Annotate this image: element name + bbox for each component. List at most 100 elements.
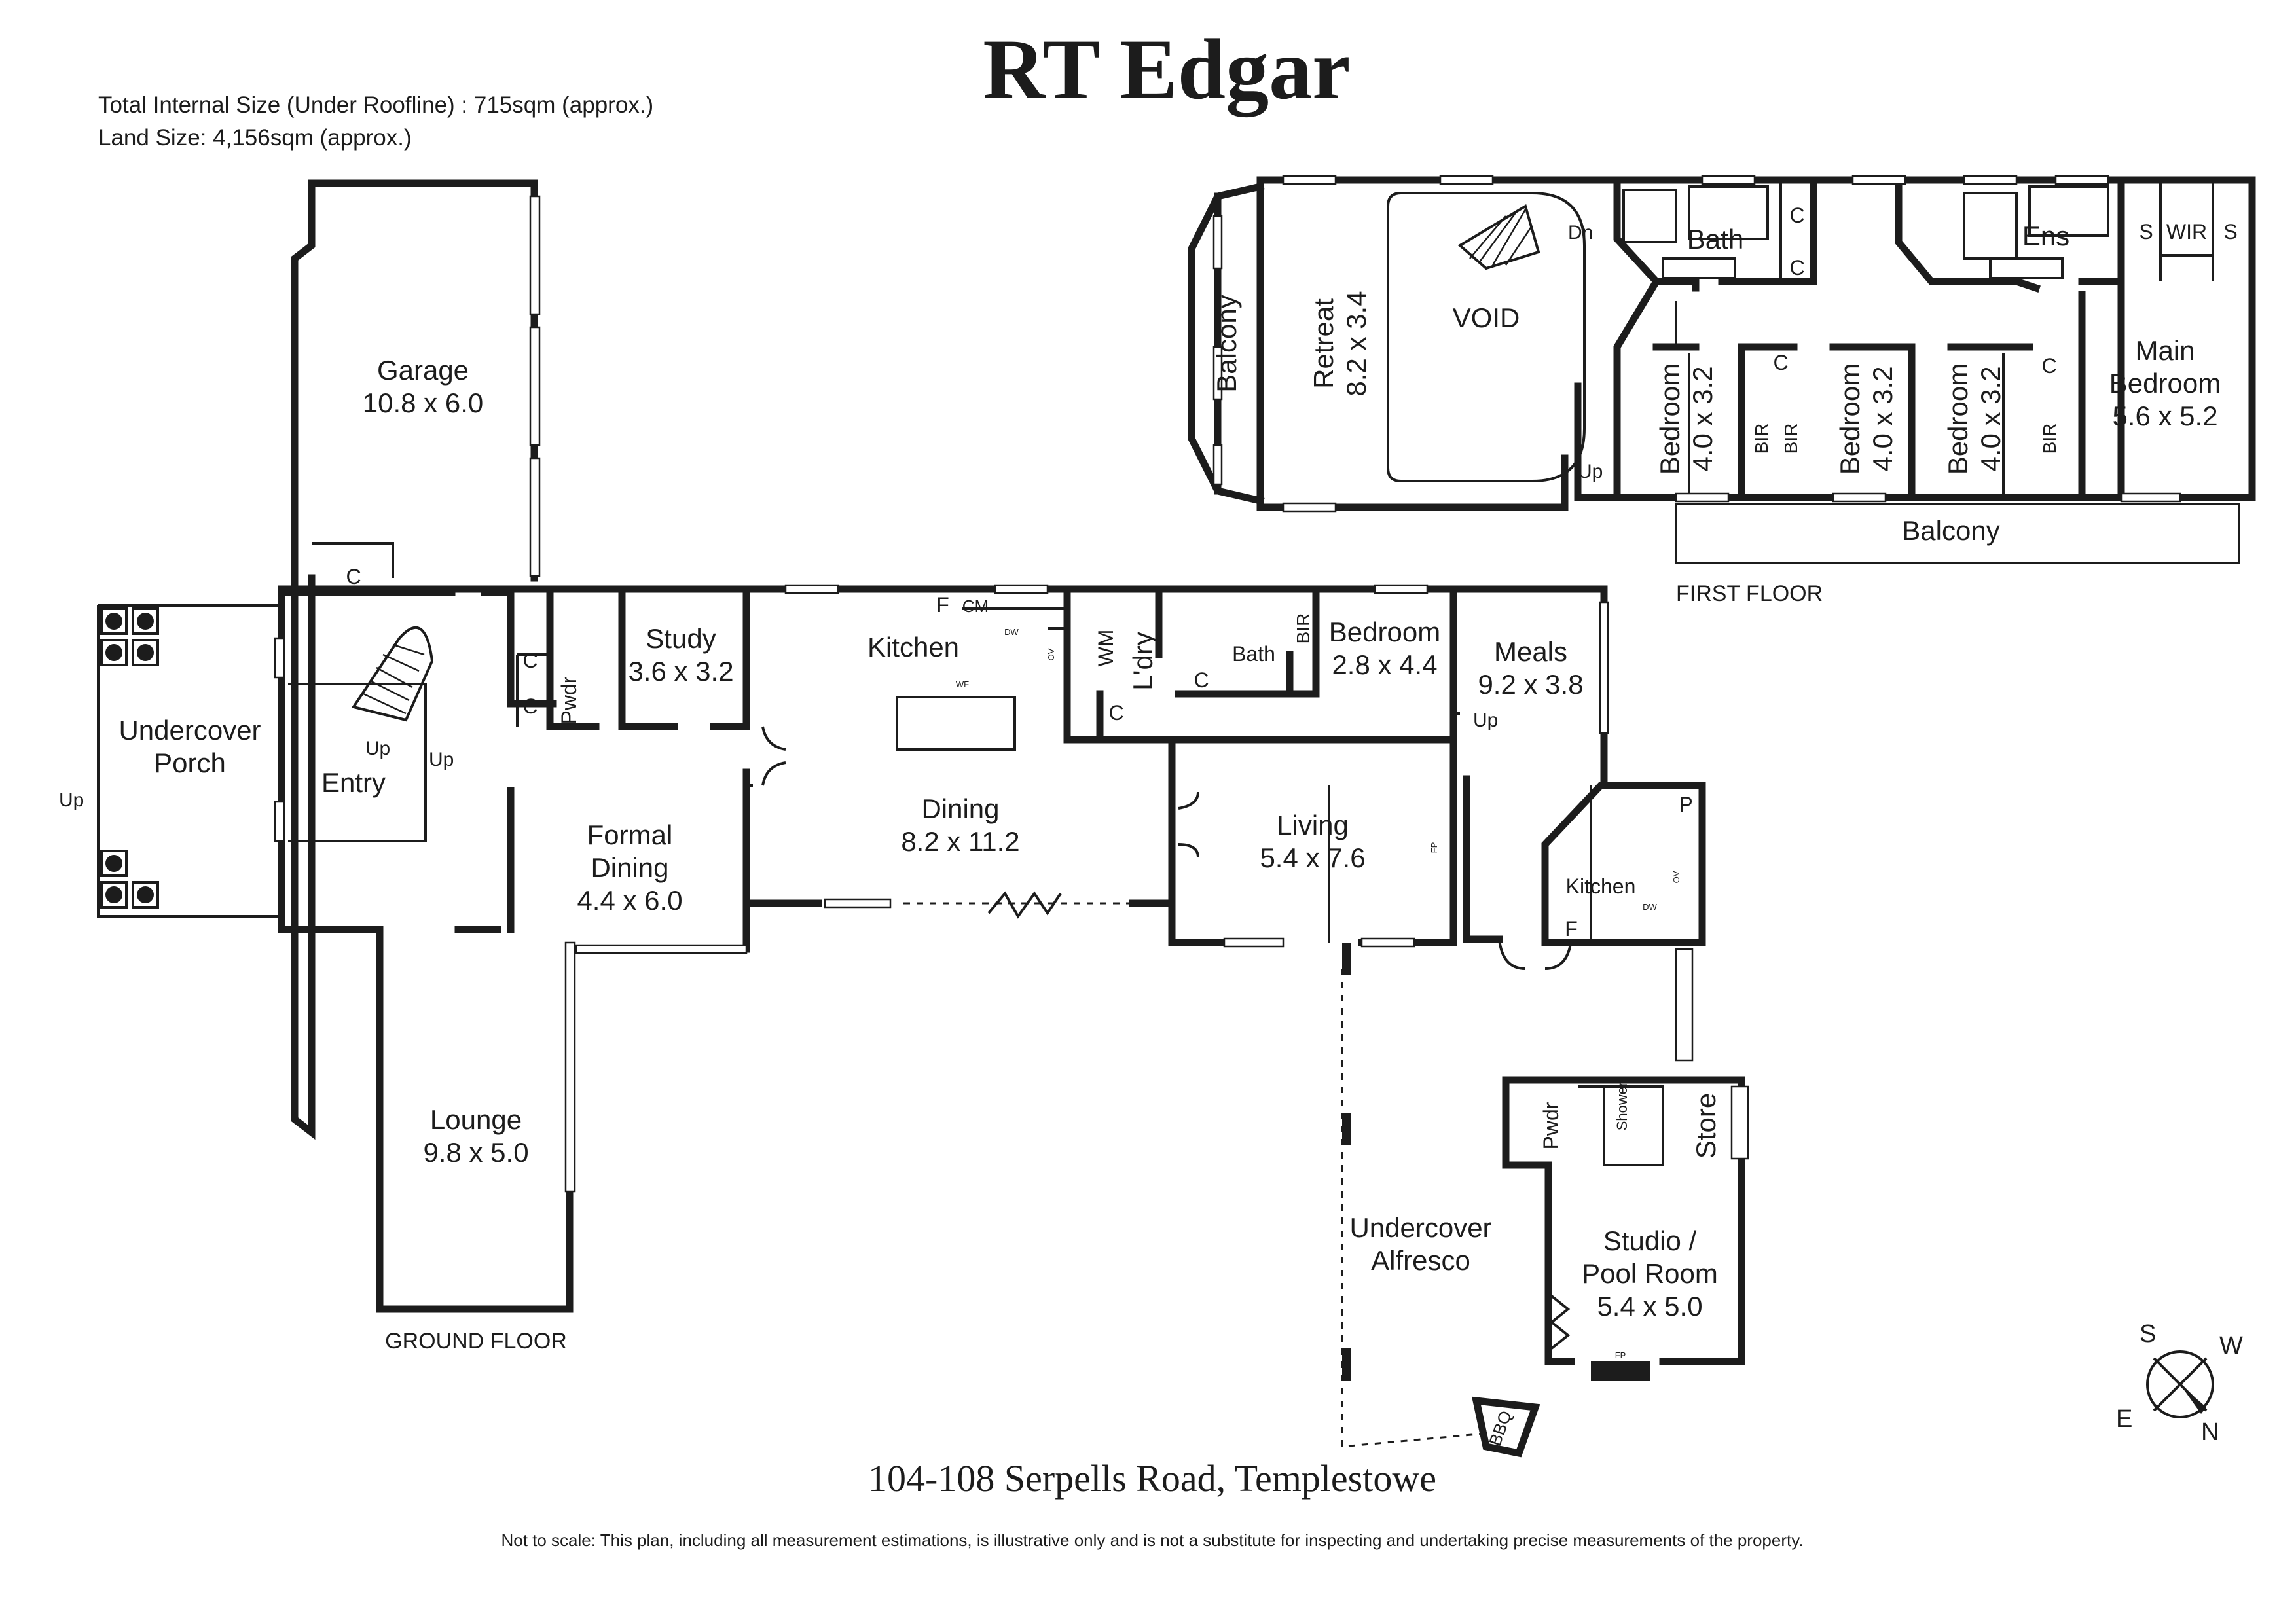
- ground-fixture-labels: C C C F CM DW OV WF WM C C BIR P F DW OV…: [59, 565, 1693, 1449]
- kitchen-wf: WF: [956, 679, 969, 689]
- kitchen-cm: CM: [962, 596, 989, 616]
- formal-dining-size: 4.4 x 6.0: [577, 885, 682, 916]
- porch-label: Undercover: [118, 715, 261, 746]
- living-size: 5.4 x 7.6: [1260, 842, 1365, 873]
- bir-1: BIR: [1751, 424, 1772, 454]
- formal-dining-label-2: Dining: [591, 852, 668, 883]
- bedroom-b-size: 4.0 x 3.2: [1867, 366, 1898, 471]
- compass: S W E N: [2116, 1320, 2243, 1446]
- dining-size: 8.2 x 11.2: [901, 826, 1019, 857]
- compass-e: E: [2116, 1405, 2132, 1433]
- living-label: Living: [1277, 810, 1349, 840]
- disclaimer: Not to scale: This plan, including all m…: [501, 1530, 1803, 1550]
- lounge-label: Lounge: [430, 1104, 522, 1135]
- void-up: Up: [1578, 461, 1603, 482]
- compass-s: S: [2140, 1320, 2156, 1348]
- bedroom-size: 2.8 x 4.4: [1332, 649, 1437, 680]
- kitchen2-p: P: [1679, 793, 1692, 816]
- shower-label: Shower: [1614, 1082, 1630, 1131]
- alfresco-label: Undercover: [1349, 1212, 1491, 1243]
- bath-bir: BIR: [1293, 613, 1313, 644]
- garage-c: C: [346, 565, 361, 588]
- laundry-c-2: C: [1194, 668, 1209, 692]
- garage-label: Garage: [377, 355, 469, 386]
- wir-s-2: S: [2223, 220, 2237, 243]
- laundry-wm: WM: [1094, 630, 1118, 667]
- studio-label: Studio /: [1603, 1225, 1697, 1256]
- stair-up: Up: [365, 738, 390, 759]
- bedroom-a-label: Bedroom: [1654, 363, 1685, 475]
- kitchen-ov: OV: [1046, 648, 1056, 660]
- first-c-4: C: [2041, 354, 2056, 378]
- porch-label-2: Porch: [154, 748, 226, 778]
- bedroom-label: Bedroom: [1329, 617, 1440, 647]
- store-label: Store: [1690, 1093, 1721, 1159]
- bir-3: BIR: [2039, 424, 2060, 454]
- dining-label: Dining: [921, 793, 999, 824]
- kitchen2-label: Kitchen: [1566, 874, 1636, 898]
- bir-2: BIR: [1781, 424, 1801, 454]
- lounge-size: 9.8 x 5.0: [423, 1137, 528, 1168]
- formal-dining-label: Formal: [587, 820, 673, 850]
- dn-label: Dn: [1568, 222, 1593, 243]
- main-bedroom-size: 5.6 x 5.2: [2112, 401, 2217, 431]
- garage-size: 10.8 x 6.0: [363, 387, 483, 418]
- first-floor-label: FIRST FLOOR: [1676, 581, 1823, 606]
- bbq-label: BBQ: [1485, 1408, 1516, 1449]
- kitchen2-dw: DW: [1643, 902, 1657, 912]
- first-c-3: C: [1773, 351, 1788, 374]
- main-bedroom-label-2: Bedroom: [2109, 368, 2221, 399]
- first-c-1: C: [1789, 204, 1804, 227]
- alfresco-label-2: Alfresco: [1371, 1245, 1470, 1276]
- study-label: Study: [646, 623, 716, 654]
- entry-up: Up: [429, 749, 454, 770]
- first-windows: [1212, 175, 2181, 513]
- kitchen-label: Kitchen: [867, 632, 959, 662]
- kitchen-f: F: [936, 593, 949, 617]
- ground-floor-label: GROUND FLOOR: [385, 1329, 567, 1354]
- meals-label: Meals: [1494, 636, 1567, 667]
- pwdr-label: Pwdr: [557, 676, 581, 724]
- studio-fp: FP: [1615, 1350, 1626, 1360]
- bedroom-c-size: 4.0 x 3.2: [1975, 366, 2006, 471]
- porch-up: Up: [59, 789, 84, 811]
- retreat-size: 8.2 x 3.4: [1341, 291, 1372, 396]
- meals-up: Up: [1473, 710, 1498, 731]
- kitchen-dw: DW: [1004, 627, 1019, 637]
- bedroom-a-size: 4.0 x 3.2: [1687, 366, 1718, 471]
- balcony-label: Balcony: [1902, 515, 1999, 546]
- address: 104-108 Serpells Road, Templestowe: [868, 1457, 1436, 1500]
- meals-size: 9.2 x 3.8: [1478, 669, 1583, 700]
- compass-n: N: [2201, 1418, 2219, 1446]
- studio-label-2: Pool Room: [1582, 1258, 1718, 1289]
- ground-windows: [274, 195, 1694, 1193]
- retreat-label: Retreat: [1308, 298, 1339, 389]
- wir-s-1: S: [2139, 220, 2153, 243]
- first-c-2: C: [1789, 256, 1804, 279]
- brand-logo: RT Edgar: [983, 21, 1350, 117]
- void-label: VOID: [1453, 302, 1520, 333]
- bath-label: Bath: [1232, 642, 1275, 666]
- studio-size: 5.4 x 5.0: [1597, 1291, 1702, 1322]
- bedroom-b-label: Bedroom: [1834, 363, 1865, 475]
- compass-w: W: [2219, 1332, 2243, 1360]
- first-bath-label: Bath: [1687, 224, 1743, 255]
- internal-size-text: Total Internal Size (Under Roofline) : 7…: [98, 92, 653, 118]
- kitchen2-ov: OV: [1671, 871, 1681, 883]
- first-room-labels: Balcony Retreat 8.2 x 3.4 VOID Dn Up Bat…: [1211, 204, 2238, 546]
- kitchen2-f: F: [1565, 917, 1578, 941]
- side-balcony-label: Balcony: [1211, 295, 1242, 392]
- ens-label: Ens: [2022, 221, 2069, 251]
- laundry-c-1: C: [1108, 701, 1123, 725]
- pwdr-c-2: C: [522, 694, 538, 718]
- studio-walls: [1342, 943, 1749, 1458]
- laundry-label: L'dry: [1127, 632, 1158, 691]
- living-fp: FP: [1429, 842, 1439, 854]
- pwdr-c-1: C: [522, 649, 538, 672]
- study-size: 3.6 x 3.2: [628, 656, 733, 687]
- entry-label: Entry: [321, 767, 386, 798]
- pwdr2-label: Pwdr: [1539, 1102, 1563, 1149]
- ground-room-labels: Garage 10.8 x 6.0 Undercover Porch Entry…: [118, 355, 1721, 1322]
- land-size-text: Land Size: 4,156sqm (approx.): [98, 125, 412, 151]
